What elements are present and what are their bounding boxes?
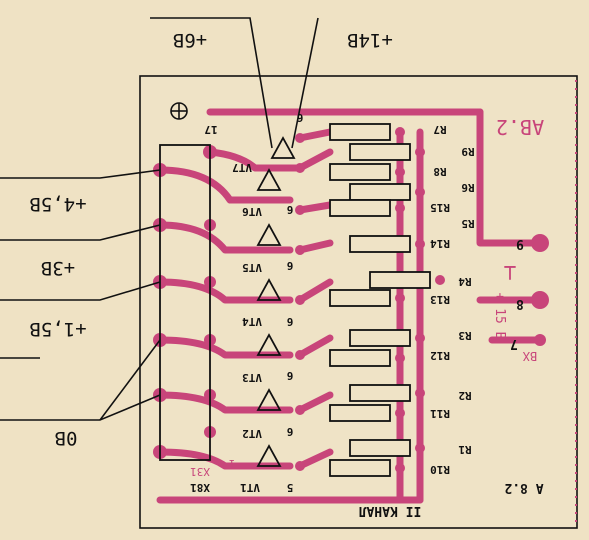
resistor-label: R6 — [461, 181, 475, 194]
label-connector-side: ХЗ1 — [190, 465, 210, 478]
label-plus-4-5v: +4,5В — [29, 193, 86, 215]
terminal-label-7: 7 — [510, 336, 518, 351]
transistor-pin-label: 5 — [287, 481, 294, 494]
resistor-label: R10 — [430, 463, 450, 476]
label-board-code: А 8.2 — [504, 480, 543, 495]
resistor-label: R9 — [461, 145, 474, 158]
component-pads — [295, 127, 445, 473]
resistor-label: R7 — [433, 123, 446, 136]
board-title: АВ.2 — [496, 115, 544, 139]
connector-x81-outline — [159, 144, 211, 461]
transistor-label: VТ7 — [232, 161, 252, 174]
transistor-pin-label: 6 — [296, 111, 303, 124]
terminal-pads — [531, 234, 549, 346]
transistor-label: VТ1 — [240, 481, 260, 494]
transistor-pin-label: 6 — [286, 369, 293, 382]
transistor-label: VТ6 — [242, 205, 262, 218]
transistor-symbols — [256, 136, 296, 467]
supply-leader-lines — [0, 17, 319, 421]
resistor-label: R8 — [433, 165, 446, 178]
transistor-pin-label: 6 — [286, 259, 293, 272]
resistor-bodies — [329, 123, 431, 477]
transistor-label: VТ4 — [242, 315, 262, 328]
label-channel: II КАНАЛ — [359, 503, 422, 518]
transistor-pin-label: 6 — [286, 315, 293, 328]
resistor-label: R2 — [458, 389, 471, 402]
transistor-label: VТ5 — [242, 261, 262, 274]
label-connector-pin17: 17 — [204, 123, 217, 136]
label-plus-14v: +14В — [347, 29, 393, 51]
resistor-label: R4 — [458, 275, 472, 288]
resistor-label: R11 — [430, 407, 450, 420]
resistor-label: R15 — [430, 201, 450, 214]
ground-icon: ⊥ — [503, 260, 516, 285]
terminal-label-8: 8 — [516, 296, 524, 311]
resistor-label: R3 — [458, 329, 471, 342]
transistor-label: VТ3 — [242, 371, 262, 384]
transistor-pin-label: 6 — [286, 203, 293, 216]
resistor-label: R5 — [461, 217, 474, 230]
label-connector: Х81 — [190, 481, 210, 494]
resistor-label: R13 — [430, 293, 450, 306]
resistor-label: R1 — [458, 443, 472, 456]
mounting-hole-icon — [170, 102, 188, 120]
terminal-label-9: 9 — [516, 236, 524, 251]
label-plus-15v: + 15 В — [492, 293, 507, 340]
transistor-label: VТ2 — [242, 427, 262, 440]
resistor-label: R12 — [430, 349, 450, 362]
label-connector-pin1: 1 — [229, 457, 236, 470]
label-plus-6v: +6В — [173, 29, 207, 51]
resistor-label: R14 — [430, 237, 450, 250]
transistor-pin-label: 6 — [286, 425, 293, 438]
label-plus-3v: +3В — [41, 257, 75, 279]
label-plus-1-5v: +1,5В — [29, 318, 86, 340]
label-zero-v: 0В — [55, 427, 78, 449]
label-input: ВХ — [522, 349, 537, 363]
